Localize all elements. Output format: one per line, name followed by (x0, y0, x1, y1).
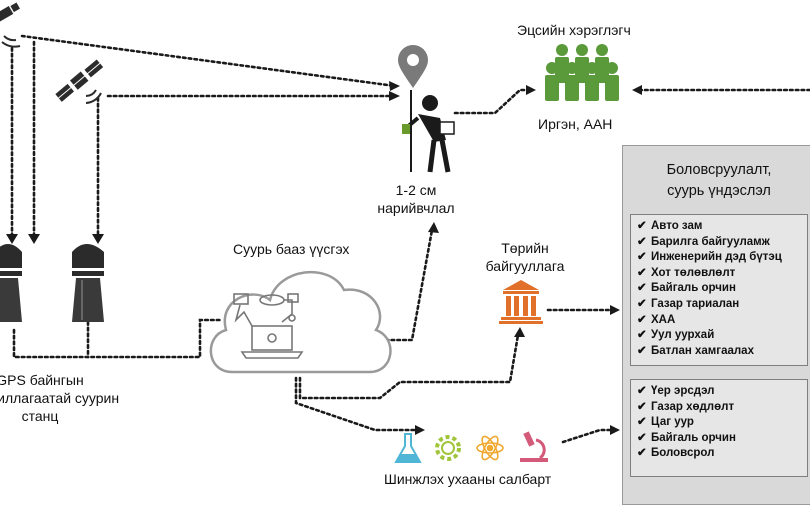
panel-title: Боловсруулалт, суурь үндэслэл (623, 160, 810, 202)
risk-list: ✔ Үер эрсдэл ✔ Газар хөдлөлт ✔ Цаг уур ✔ Байгал… (630, 379, 808, 477)
user-group-icon (545, 44, 619, 101)
gov-line2: байгууллага (485, 258, 565, 274)
end-users-label: Эцсийн хэрэглэгч (517, 22, 631, 38)
check-icon: ✔ (637, 313, 647, 326)
list-item: ✔ Үер эрсдэл (637, 384, 807, 400)
cloud-icon (209, 270, 392, 374)
list-item-label: Уул уурхай (651, 329, 715, 342)
list-item: ✔ Газар хөдлөлт (637, 400, 807, 416)
panel-title-line2: суурь үндэслэл (667, 183, 771, 199)
gps-station-icon (72, 244, 104, 322)
list-item: ✔ Байгаль орчин (637, 281, 807, 297)
bank-icon (499, 280, 543, 324)
list-item-label: Боловсрол (651, 447, 715, 460)
list-item: ✔ Уул уурхай (637, 328, 807, 344)
list-item-label: Газар хөдлөлт (651, 400, 735, 413)
list-item-label: Байгаль орчин (651, 282, 736, 295)
laptop-icon (233, 293, 304, 359)
map-pin-icon (398, 45, 428, 88)
surveyor-icon (402, 90, 455, 173)
applications-list: ✔ Авто зам ✔ Барилга байгууламж ✔ Инженерийн … (630, 214, 808, 366)
list-item-label: Цаг уур (651, 416, 694, 429)
gps-station-icon (0, 244, 22, 322)
connectors (10, 34, 810, 444)
list-item: ✔ Цаг уур (637, 415, 807, 431)
check-icon: ✔ (637, 220, 647, 232)
check-icon: ✔ (637, 251, 647, 264)
check-icon: ✔ (637, 344, 647, 357)
list-item: ✔ Барилга байгууламж (637, 235, 807, 251)
panel-title-line1: Боловсруулалт, (666, 162, 772, 178)
gear-icon (435, 435, 461, 461)
signal-waves (85, 89, 102, 104)
gps-line2: ажиллагаатай суурин (0, 390, 120, 406)
list-item: ✔ Байгаль орчин (637, 431, 807, 447)
arrowheads (6, 81, 642, 435)
list-item-label: Үер эрсдэл (651, 385, 715, 397)
check-icon: ✔ (637, 297, 647, 310)
check-icon: ✔ (637, 447, 647, 460)
list-item-label: Инженерийн дэд бүтэц (651, 251, 782, 264)
list-item-label: Газар тариалан (651, 297, 740, 310)
base-build-label: Суурь бааз үүсгэх (233, 241, 350, 257)
list-item-label: Барилга байгууламж (651, 235, 770, 248)
gps-line3: станц (21, 408, 59, 424)
microscope-icon (520, 431, 548, 462)
list-item-label: Байгаль орчин (651, 431, 736, 444)
check-icon: ✔ (637, 329, 647, 342)
list-item: ✔ Авто зам (637, 219, 807, 235)
list-item: ✔ Инженерийн дэд бүтэц (637, 250, 807, 266)
list-item: ✔ ХАА (637, 313, 807, 329)
check-icon: ✔ (637, 416, 647, 429)
processing-panel: Боловсруулалт, суурь үндэслэл ✔Авто зам✔… (622, 145, 810, 505)
satellite-icon (55, 59, 104, 102)
list-item-label: ХАА (651, 313, 676, 326)
atom-icon (476, 435, 504, 461)
accuracy-line2: нарийвчлал (377, 200, 455, 216)
list-item-label: Батлан хамгаалах (651, 344, 754, 357)
check-icon: ✔ (637, 431, 647, 444)
check-icon: ✔ (637, 266, 647, 279)
accuracy-line1: 1-2 см (395, 182, 437, 198)
list-item-label: Хот төлөвлөлт (651, 266, 736, 279)
citizens-label: Иргэн, ААН (538, 116, 613, 132)
satellite-icon (0, 2, 21, 48)
list-item: ✔ Боловсрол (637, 446, 807, 462)
check-icon: ✔ (637, 282, 647, 295)
flask-icon (394, 433, 422, 463)
list-item: ✔ Хот төлөвлөлт (637, 266, 807, 282)
science-label: Шинжлэх ухааны салбарт (384, 471, 552, 487)
list-item: ✔ Батлан хамгаалах (637, 344, 807, 360)
list-item-label: Авто зам (651, 220, 703, 232)
gps-line1: GPS байнгын (0, 372, 84, 388)
check-icon: ✔ (637, 235, 647, 248)
check-icon: ✔ (637, 400, 647, 413)
list-item: ✔ Газар тариалан (637, 297, 807, 313)
check-icon: ✔ (637, 385, 647, 397)
gov-line1: Төрийн (501, 240, 549, 256)
